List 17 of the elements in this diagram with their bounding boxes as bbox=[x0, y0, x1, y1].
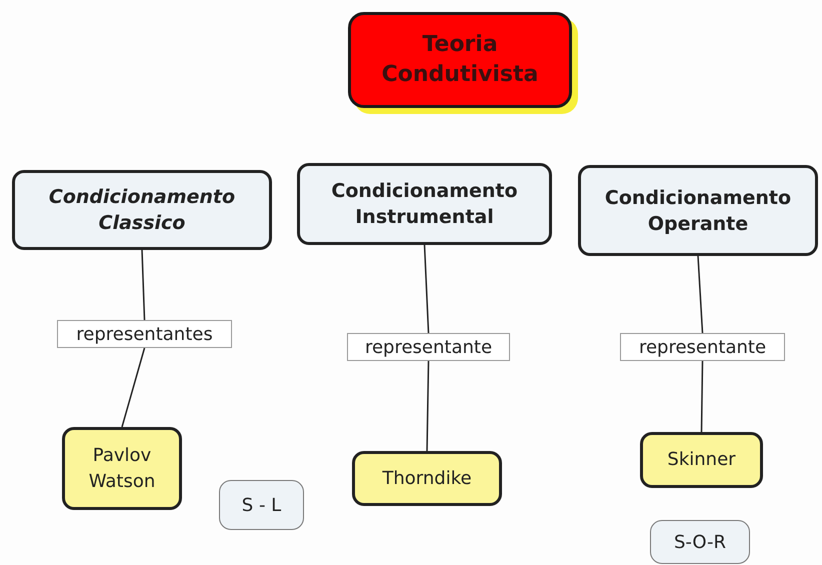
linking-phrase: representante bbox=[347, 333, 510, 361]
formula-box: S - L bbox=[219, 480, 304, 530]
connector-line bbox=[121, 348, 146, 428]
person-box: Pavlov Watson bbox=[62, 427, 182, 510]
linking-phrase: representantes bbox=[57, 320, 232, 348]
formula-box: S-O-R bbox=[650, 520, 750, 564]
connector-line bbox=[697, 256, 704, 334]
person-box: Thorndike bbox=[352, 451, 502, 506]
concept-box: Condicionamento Instrumental bbox=[297, 163, 552, 245]
linking-phrase: representante bbox=[620, 333, 785, 361]
connector-line bbox=[700, 360, 704, 432]
connector-line bbox=[426, 360, 430, 452]
concept-box: Condicionamento Operante bbox=[578, 165, 818, 256]
person-box: Skinner bbox=[640, 432, 763, 488]
connector-line bbox=[141, 250, 146, 320]
concept-box: Condicionamento Classico bbox=[12, 170, 272, 250]
connector-line bbox=[424, 244, 430, 334]
